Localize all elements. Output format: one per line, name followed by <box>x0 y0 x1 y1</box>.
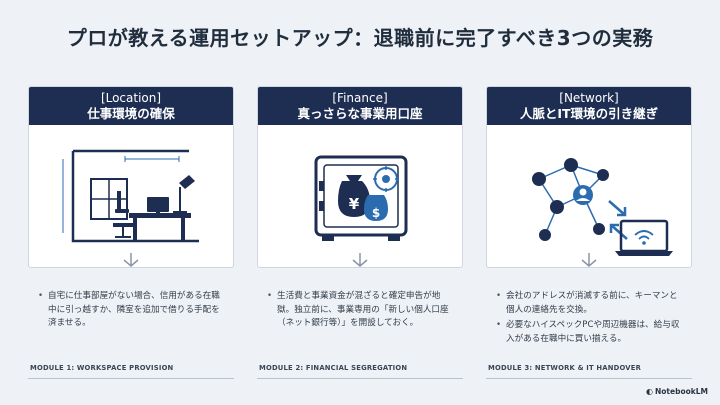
location-card-header: [Location] 仕事環境の確保 <box>29 87 233 125</box>
bullet-item: 会社のアドレスが消滅する前に、キーマンと個人の連絡先を交換。 <box>496 290 686 317</box>
location-card: [Location] 仕事環境の確保 <box>28 86 234 268</box>
network-tag: [Network] <box>559 91 619 105</box>
network-card: [Network] 人脈とIT環境の引き継ぎ <box>486 86 692 268</box>
svg-text:$: $ <box>372 206 380 220</box>
module-label-2: MODULE 2: FINANCIAL SEGREGATION <box>259 364 408 372</box>
location-bullets: 自宅に仕事部屋がない場合、信用がある在職中に引っ越すか、隣室を追加で借りる手配を… <box>28 290 234 331</box>
brand-name: NotebookLM <box>654 387 708 396</box>
finance-tag: [Finance] <box>332 91 388 105</box>
bullet-item: 生活費と事業資金が混ざると確定申告が地獄。独立前に、事業専用の「新しい個人口座（… <box>267 290 457 331</box>
location-heading: 仕事環境の確保 <box>87 106 175 121</box>
location-tag: [Location] <box>100 91 162 105</box>
module-location: [Location] 仕事環境の確保 <box>28 86 234 333</box>
svg-text:¥: ¥ <box>349 195 360 213</box>
network-laptop-icon <box>532 158 673 256</box>
down-arrow-icon <box>123 253 139 267</box>
finance-bullets: 生活費と事業資金が混ざると確定申告が地獄。独立前に、事業専用の「新しい個人口座（… <box>257 290 463 331</box>
page-title: プロが教える運用セットアップ：退職前に完了すべき3つの実務 <box>66 26 654 50</box>
finance-card: [Finance] 真っさらな事業用口座 ¥ $ <box>257 86 463 268</box>
finance-card-header: [Finance] 真っさらな事業用口座 <box>258 87 462 125</box>
module-label-3: MODULE 3: NETWORK & IT HANDOVER <box>488 364 642 372</box>
network-heading: 人脈とIT環境の引き継ぎ <box>519 106 659 121</box>
notebooklm-icon: ◐ <box>646 387 653 396</box>
bullet-item: 自宅に仕事部屋がない場合、信用がある在職中に引っ越すか、隣室を追加で借りる手配を… <box>38 290 228 331</box>
module-finance: [Finance] 真っさらな事業用口座 ¥ $ 生活費と事業 <box>257 86 463 333</box>
divider <box>257 378 463 379</box>
safe-money-icon: ¥ $ <box>314 155 408 241</box>
brand-logo: ◐NotebookLM <box>646 387 708 396</box>
down-arrow-icon <box>352 253 368 267</box>
network-bullets: 会社のアドレスが消滅する前に、キーマンと個人の連絡先を交換。 必要なハイスペック… <box>486 290 692 346</box>
divider <box>28 378 234 379</box>
module-network: [Network] 人脈とIT環境の引き継ぎ <box>486 86 692 348</box>
module-label-1: MODULE 1: WORKSPACE PROVISION <box>30 364 174 372</box>
down-arrow-icon <box>581 253 597 267</box>
divider <box>486 378 692 379</box>
room-desk-icon <box>62 149 199 243</box>
finance-heading: 真っさらな事業用口座 <box>297 106 423 121</box>
network-card-header: [Network] 人脈とIT環境の引き継ぎ <box>487 87 691 125</box>
bullet-item: 必要なハイスペックPCや周辺機器は、給与収入がある在職中に買い揃える。 <box>496 319 686 346</box>
